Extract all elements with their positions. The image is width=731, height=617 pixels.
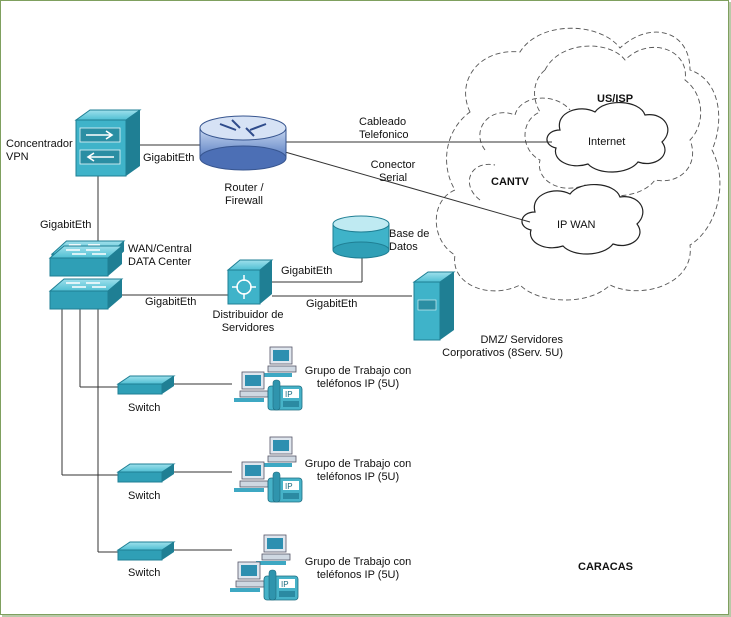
workgroup-1-label-line2: teléfonos IP (5U) [316, 378, 400, 390]
ipwan-label: IP WAN [557, 219, 596, 231]
workgroup-3-icon [229, 534, 299, 601]
ipwan-cloud [521, 183, 644, 255]
vpn-label-line1: Concentrador [6, 138, 73, 150]
database-label-line1: Base de [389, 228, 430, 240]
access-switch-1-icon [116, 375, 176, 395]
server-distributor-icon [226, 259, 274, 305]
cantv-label: CANTV [491, 176, 529, 188]
workgroup-2-label: Grupo de Trabajo con teléfonos IP (5U) [303, 458, 413, 484]
gigabit-label-database: GigabitEth [281, 265, 333, 277]
conector-label-line2: Serial [378, 172, 408, 184]
gigabit-label-vpn-core: GigabitEth [40, 219, 92, 231]
caracas-label: CARACAS [578, 561, 633, 573]
router-label-line2: Firewall [225, 195, 263, 207]
connection-lines [61, 141, 552, 553]
cableado-label-line1: Cableado [359, 116, 407, 128]
database-label-line2: Datos [389, 241, 418, 253]
switch-2-label: Switch [128, 490, 161, 502]
distributor-label-line2: Servidores [221, 322, 275, 334]
workgroup-2-icon [233, 436, 303, 503]
distributor-label: Distribuidor de Servidores [208, 309, 288, 335]
router-label: Router / Firewall [214, 182, 274, 208]
cableado-label: Cableado Telefonico [359, 116, 409, 142]
database-label: Base de Datos [389, 228, 429, 254]
workgroup-2-label-line1: Grupo de Trabajo con [304, 458, 412, 470]
cantv-cloud-outer [435, 27, 721, 301]
router-label-line1: Router / [224, 182, 264, 194]
switch-1-label: Switch [128, 402, 161, 414]
internet-label: Internet [588, 136, 626, 148]
usisp-label: US/ISP [597, 93, 634, 105]
gigabit-label-core-distributor: GigabitEth [145, 296, 197, 308]
gigabit-label-vpn-router: GigabitEth [143, 152, 195, 164]
core-switch-1-icon [48, 245, 124, 277]
conector-label-line1: Conector [370, 159, 416, 171]
dmz-label-line1: DMZ/ Servidores [480, 334, 563, 346]
cableado-label-line2: Telefonico [359, 129, 409, 141]
switch-3-label: Switch [128, 567, 161, 579]
conector-label: Conector Serial [368, 159, 418, 185]
wan-central-label-line1: WAN/Central [128, 243, 192, 255]
vpn-label: Concentrador VPN [6, 138, 73, 164]
dmz-label-line2: Corporativos (8Serv. 5U) [442, 347, 563, 359]
core-switch-2-icon [48, 278, 124, 310]
access-switch-2-icon [116, 463, 176, 483]
workgroup-2-label-line2: teléfonos IP (5U) [316, 471, 400, 483]
vpn-label-line2: VPN [6, 151, 29, 163]
vpn-concentrator-icon [74, 109, 142, 177]
workgroup-3-label: Grupo de Trabajo con teléfonos IP (5U) [303, 556, 413, 582]
wan-central-label: WAN/Central DATA Center [128, 243, 192, 269]
access-switch-3-icon [116, 541, 176, 561]
workgroup-3-label-line1: Grupo de Trabajo con [304, 556, 412, 568]
workgroup-1-icon [233, 346, 303, 411]
router-firewall-icon [199, 115, 287, 171]
internet-cloud [546, 101, 669, 173]
wan-central-label-line2: DATA Center [128, 256, 192, 268]
distributor-label-line1: Distribuidor de [212, 309, 284, 321]
workgroup-1-label: Grupo de Trabajo con teléfonos IP (5U) [303, 365, 413, 391]
gigabit-label-dmz: GigabitEth [306, 298, 358, 310]
isp-cloud-inner [468, 45, 702, 201]
workgroup-1-label-line1: Grupo de Trabajo con [304, 365, 412, 377]
database-icon [332, 215, 390, 259]
workgroup-3-label-line2: teléfonos IP (5U) [316, 569, 400, 581]
dmz-server-icon [412, 271, 456, 341]
dmz-label: DMZ/ Servidores Corporativos (8Serv. 5U) [438, 334, 563, 360]
